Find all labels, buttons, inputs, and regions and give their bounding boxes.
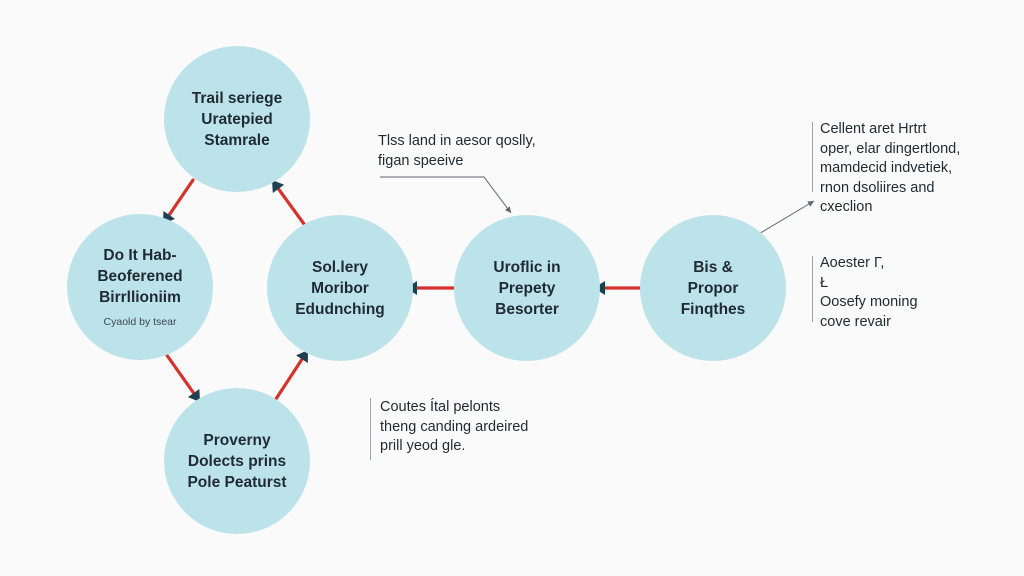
node-top-line-3: Stamrale [204,131,270,149]
annotation-right-top-line-1: Cellent aret Hrtrt [820,121,927,137]
node-bottom-line-1: Proverny [203,431,271,449]
annotation-right-top-bracket [812,122,813,192]
node-left-caption: Cyaold by tsear [103,315,177,328]
annotation-right-top-line-5: cxeclion [820,199,873,215]
node-left: Do It Hab- Beoferened Birrllioniim Cyaol… [67,214,213,360]
node-center-line-1: Sol.lery [312,258,368,276]
annotation-right-top-line-3: mamdecid indvetiek, [820,160,953,176]
leader-mid-top-head [505,206,511,213]
annotation-mid-top: Tlss land in aesor qoslly, figan speeive [378,132,536,171]
annotation-mid-bottom-line-3: prill yeod gle. [380,438,466,454]
node-center: Sol.lery Moribor Edudnching [267,215,413,361]
node-right-2-line-3: Finqthes [680,300,746,318]
arrow-left-to-bottom-shaft [164,352,196,395]
arrow-center-to-top-head [272,180,285,194]
arrow-bottom-to-center-head [296,350,308,364]
annotation-right-mid: Aoester Γ, Ł Oosefy moning cove revair [820,254,918,332]
annotation-mid-bottom-line-1: Coutes Ítal pelonts [380,399,501,415]
annotation-mid-bottom-line-2: theng canding ardeired [380,418,529,435]
node-top-line-2: Uratepied [201,110,273,128]
node-bottom-line-2: Dolects prins [187,452,287,470]
node-bottom: Proverny Dolects prins Pole Peaturst [164,388,310,534]
annotation-mid-top-line-2: figan speeive [378,152,464,169]
annotation-mid-top-line-1: Tlss land in aesor qoslly, [378,133,536,149]
annotation-mid-bottom-bracket [370,398,371,460]
node-left-line-3: Birrllioniim [99,288,181,306]
node-top-line-1: Trail seriege [191,89,283,107]
annotation-right-mid-line-1: Aoester Γ, [820,255,885,271]
node-right-2-line-1: Bis & [693,258,733,276]
annotation-mid-bottom: Coutes Ítal pelonts theng canding ardeir… [380,398,528,457]
annotation-right-mid-line-4: cove revair [820,313,891,330]
node-center-line-3: Edudnching [295,300,385,318]
node-top: Trail seriege Uratepied Stamrale [164,46,310,192]
leader-right-top-head [807,201,814,207]
node-right-1-line-3: Besorter [495,300,559,318]
node-right-1-line-2: Prepety [498,279,556,297]
node-left-line-1: Do It Hab- [103,246,177,264]
leader-mid-top-line [380,176,512,214]
annotation-right-mid-line-2: Ł [820,274,829,291]
node-right-2: Bis & Propor Finqthes [640,215,786,361]
node-bottom-line-3: Pole Peaturst [187,473,287,491]
annotation-right-mid-bracket [812,256,813,322]
arrow-top-to-left-shaft [167,178,195,217]
arrow-center-to-top-shaft [276,187,306,226]
annotation-right-top-line-2: oper, elar dingertlond, [820,140,961,157]
annotation-right-top: Cellent aret Hrtrt oper, elar dingertlon… [820,120,960,218]
node-right-2-line-2: Propor [687,279,739,297]
arrow-bottom-to-center-shaft [272,357,304,404]
node-right-1-line-1: Uroflic in [493,258,561,276]
annotation-right-top-line-4: rnon dsoliires and [820,179,935,196]
leader-right-top-line [751,200,815,239]
node-center-line-2: Moribor [311,279,369,297]
node-right-1: Uroflic in Prepety Besorter [454,215,600,361]
node-left-line-2: Beoferened [97,267,183,285]
annotation-right-mid-line-3: Oosefy moning [820,294,918,310]
